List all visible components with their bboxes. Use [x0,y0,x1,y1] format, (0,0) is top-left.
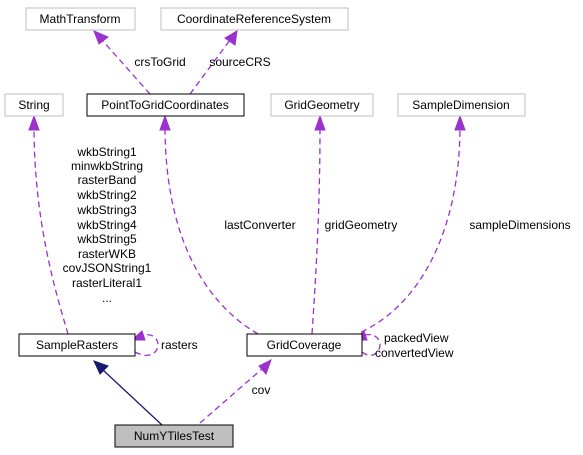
node-label-coordinate-reference-system: CoordinateReferenceSystem [177,12,331,26]
edge-label-string-field-2: minwkbString [71,159,143,173]
node-string[interactable]: String [4,93,64,117]
node-grid-geometry[interactable]: GridGeometry [270,93,374,117]
edge-label-string-field-8: rasterWKB [78,247,136,261]
edge-label-string-field-9: covJSONString1 [63,261,152,275]
node-label-sample-rasters: SampleRasters [36,338,118,352]
edge-grid-geometry [311,114,326,335]
edge-sample-dimensions [351,114,466,337]
edge-label-last-converter: lastConverter [224,218,295,232]
node-label-point-to-grid-coordinates: PointToGridCoordinates [101,98,228,112]
edge-cov [199,358,272,424]
edge-inherits-sample-rasters [93,360,163,426]
node-point-to-grid-coordinates[interactable]: PointToGridCoordinates [86,93,245,117]
edge-label-string-field-7: wkbString5 [76,232,137,246]
edge-string-fields [28,114,69,335]
edge-label-string-field-1: wkbString1 [76,145,137,159]
edge-label-string-field-5: wkbString3 [76,203,137,217]
node-math-transform[interactable]: MathTransform [25,7,136,31]
edge-label-packed-view: packedView [384,331,449,345]
edge-label-string-field-4: wkbString2 [76,188,137,202]
edge-label-string-field-11: ... [102,291,112,305]
edge-label-crs-to-grid: crsToGrid [134,55,185,69]
node-sample-rasters[interactable]: SampleRasters [18,333,136,357]
node-num-y-tiles-test[interactable]: NumYTilesTest [114,424,234,448]
edge-label-cov: cov [252,383,271,397]
edge-label-string-field-6: wkbString4 [76,218,137,232]
edge-label-source-crs: sourceCRS [209,55,270,69]
edge-label-string-field-10: rasterLiteral1 [72,276,142,290]
node-label-sample-dimension: SampleDimension [412,98,509,112]
edge-crs-to-grid [93,30,151,95]
node-label-string: String [18,98,49,112]
edge-label-string-field-3: rasterBand [78,173,137,187]
edge-source-crs [189,30,238,95]
node-sample-dimension[interactable]: SampleDimension [397,93,526,117]
node-label-num-y-tiles-test: NumYTilesTest [134,429,215,443]
edge-label-rasters: rasters [161,338,198,352]
node-coordinate-reference-system[interactable]: CoordinateReferenceSystem [160,7,349,31]
edge-label-grid-geometry: gridGeometry [325,218,398,232]
node-grid-coverage[interactable]: GridCoverage [246,333,363,357]
edge-label-converted-view: convertedView [375,346,454,360]
node-label-math-transform: MathTransform [40,12,121,26]
node-label-grid-geometry: GridGeometry [284,98,359,112]
edge-rasters-self [130,330,159,356]
edge-last-converter [159,114,259,335]
node-label-grid-coverage: GridCoverage [267,338,342,352]
edge-label-sample-dimensions: sampleDimensions [469,218,570,232]
